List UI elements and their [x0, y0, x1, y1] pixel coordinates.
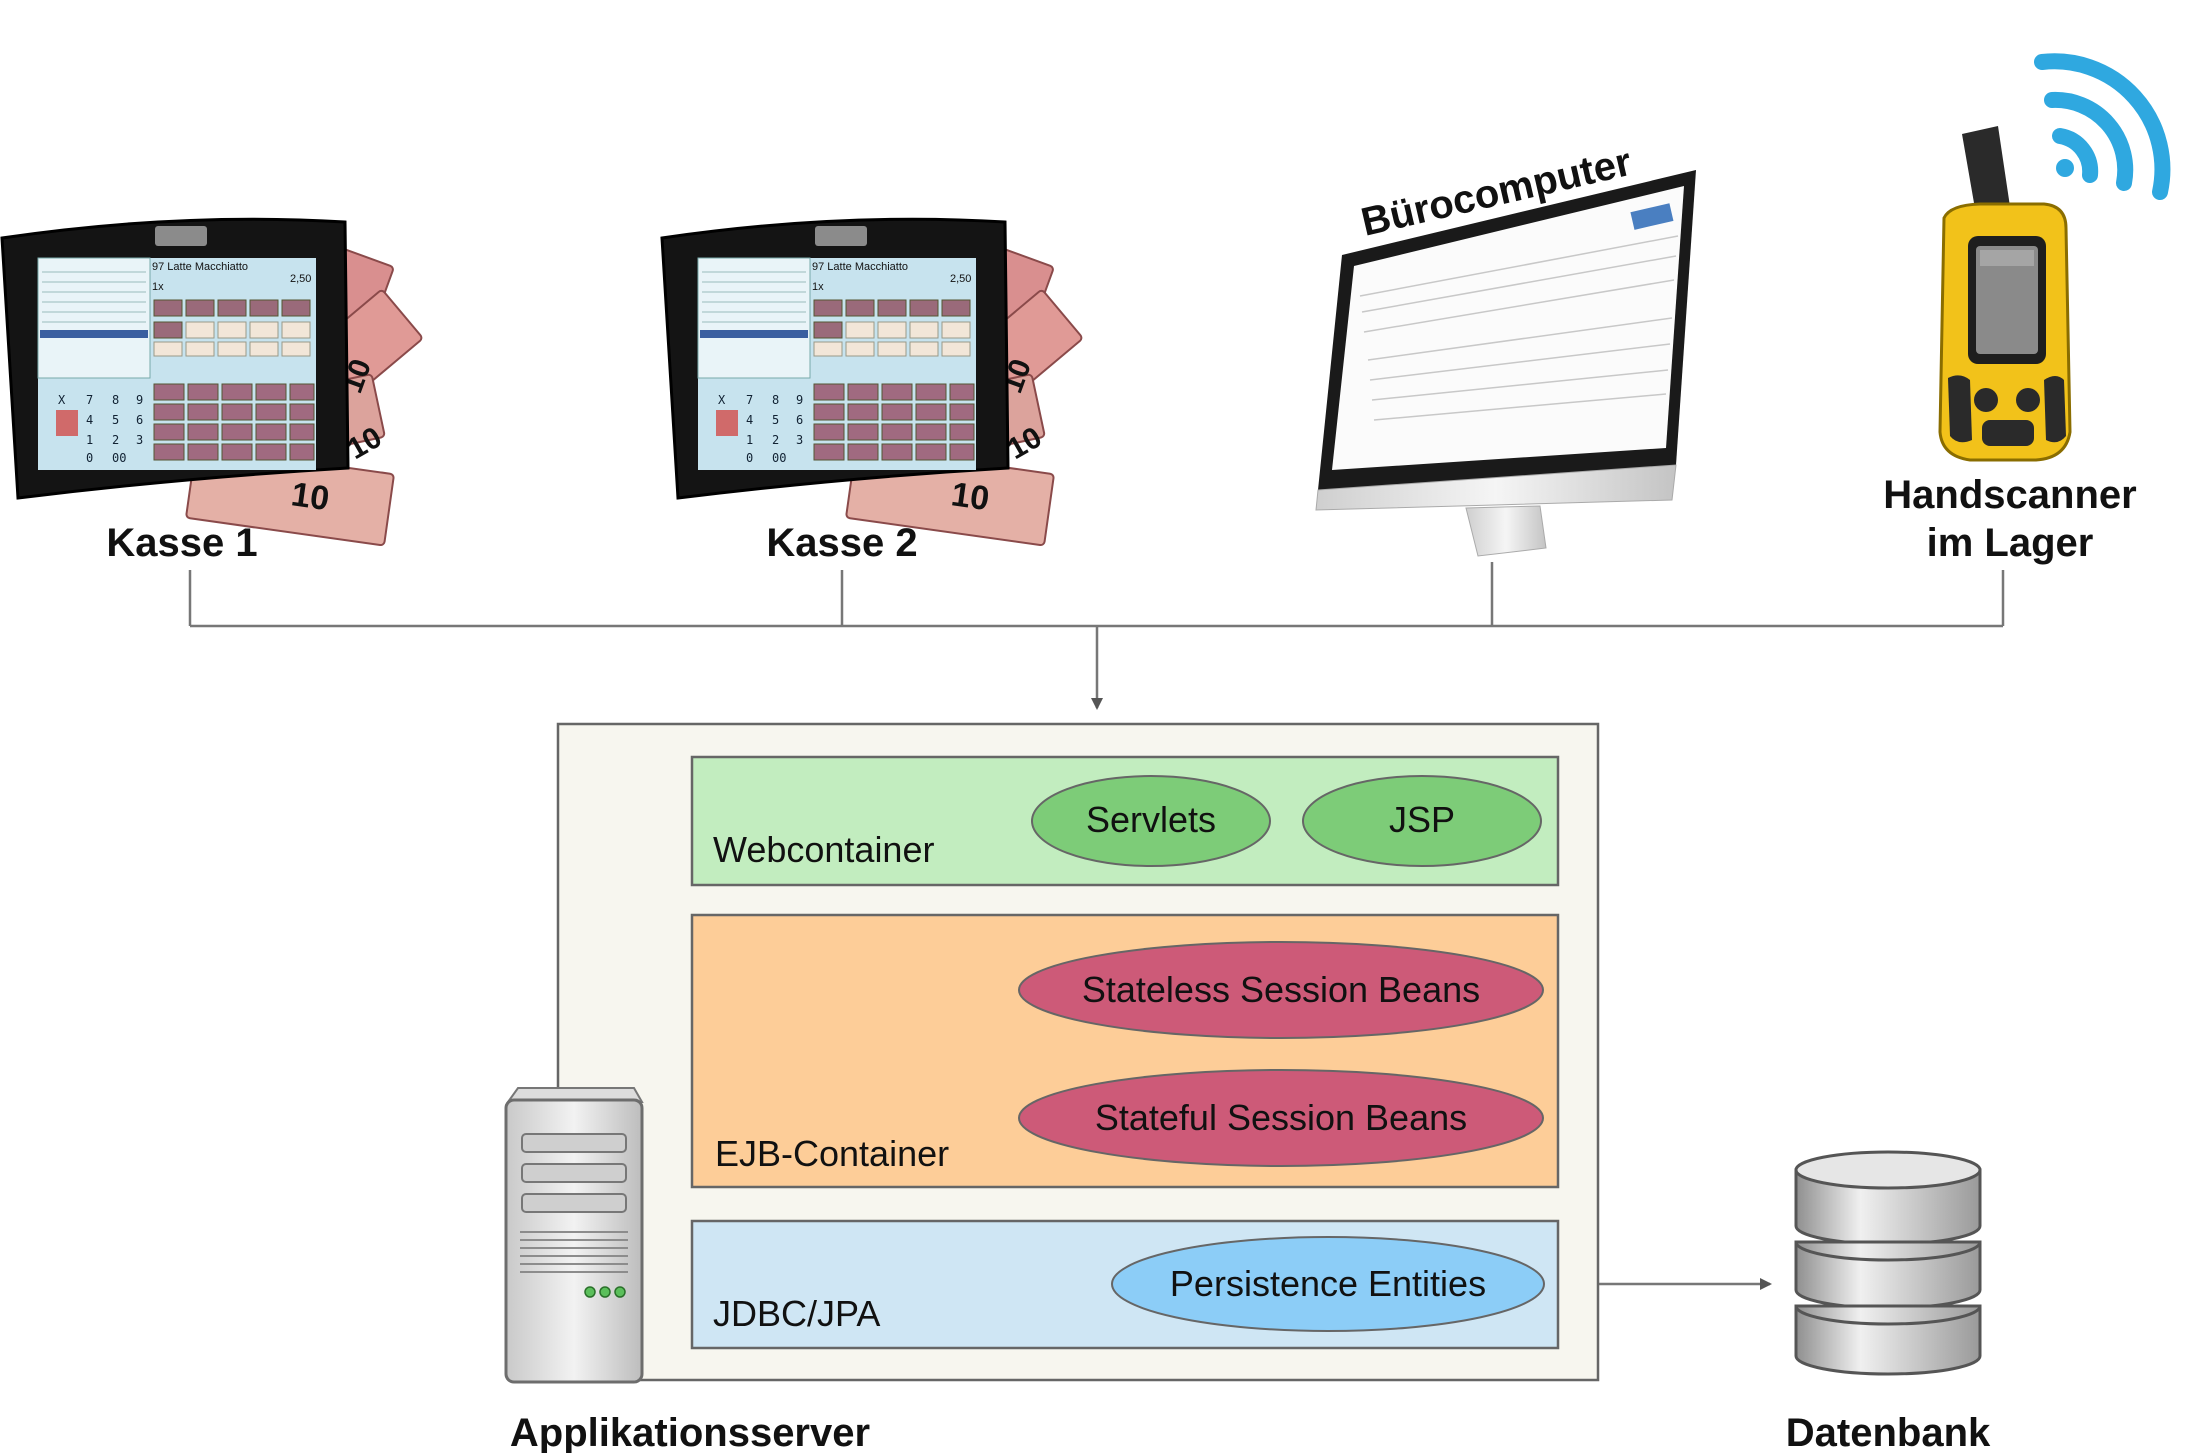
svg-text:9: 9	[136, 393, 143, 407]
svg-text:8: 8	[112, 393, 119, 407]
stateless-beans-ellipse	[1018, 941, 1544, 1039]
svg-text:9: 9	[796, 393, 803, 407]
svg-text:7: 7	[746, 393, 753, 407]
application-server: Webcontainer Servlets JSP EJB-Container …	[504, 722, 1600, 1453]
database: Datenbank	[1786, 1150, 1991, 1453]
persistence-entities-label: Persistence Entities	[1170, 1263, 1486, 1304]
pos-terminal-2: 10 10 10 97 Latte Macchiatto 2,50 1x	[660, 217, 1083, 565]
svg-text:5: 5	[112, 413, 119, 427]
svg-text:7: 7	[86, 393, 93, 407]
svg-text:4: 4	[746, 413, 753, 427]
pos-keypad: X 7 8 9 4 5 6 1 2 3 0 00	[58, 393, 143, 465]
server-tower-icon	[504, 1087, 644, 1384]
kasse1-label: Kasse 1	[106, 521, 257, 565]
svg-text:00: 00	[112, 451, 126, 465]
office-computer: Bürocomputer	[1315, 140, 1696, 557]
svg-text:2: 2	[112, 433, 119, 447]
pos-qty-text: 1x	[152, 281, 164, 293]
pos-display-top	[815, 226, 867, 246]
ejb-container-label: EJB-Container	[715, 1133, 949, 1174]
pos-product-text: 97 Latte Macchiatto	[812, 261, 908, 273]
servlets-label: Servlets	[1086, 799, 1216, 840]
svg-text:4: 4	[86, 413, 93, 427]
database-icon	[1794, 1150, 1982, 1376]
pos-display-top	[155, 226, 207, 246]
scanner-label-line1: Handscanner	[1883, 473, 2136, 517]
svg-text:6: 6	[796, 413, 803, 427]
webcontainer-label: Webcontainer	[713, 829, 934, 870]
jdbc-jpa-label: JDBC/JPA	[713, 1293, 880, 1334]
svg-text:1: 1	[746, 433, 753, 447]
svg-text:6: 6	[136, 413, 143, 427]
svg-text:8: 8	[772, 393, 779, 407]
pos-qty-text: 1x	[812, 281, 824, 293]
monitor-icon	[1315, 170, 1696, 557]
svg-text:X: X	[718, 393, 726, 407]
jsp-ellipse	[1302, 775, 1542, 867]
stateful-beans-label: Stateful Session Beans	[1095, 1097, 1467, 1138]
banknote-value-c: 10	[289, 475, 332, 518]
pos-keypad: X 7 8 9 4 5 6 1 2 3 0 00	[718, 393, 803, 465]
svg-text:3: 3	[136, 433, 143, 447]
stateful-beans-ellipse	[1018, 1069, 1544, 1167]
persistence-entities-ellipse	[1111, 1236, 1545, 1332]
applikationsserver-label: Applikationsserver	[510, 1411, 870, 1453]
stateless-beans-label: Stateless Session Beans	[1082, 969, 1480, 1010]
svg-text:5: 5	[772, 413, 779, 427]
pos-price-text: 2,50	[950, 273, 971, 285]
svg-text:0: 0	[746, 451, 753, 465]
wifi-icon	[2034, 53, 2171, 200]
handheld-scanner: Handscanner im Lager	[1883, 53, 2171, 565]
svg-text:3: 3	[796, 433, 803, 447]
svg-text:0: 0	[86, 451, 93, 465]
scanner-label-line2: im Lager	[1927, 521, 2094, 565]
svg-text:X: X	[58, 393, 66, 407]
datenbank-label: Datenbank	[1786, 1411, 1991, 1453]
servlets-ellipse	[1031, 775, 1271, 867]
pos-product-text: 97 Latte Macchiatto	[152, 261, 248, 273]
svg-text:00: 00	[772, 451, 786, 465]
connector-lines	[188, 562, 2005, 1290]
banknote-value-c: 10	[949, 475, 992, 518]
pos-terminal-1: 10 10 10 97 Latte Macchiatto 2,50 1x	[0, 217, 423, 565]
kasse2-label: Kasse 2	[766, 521, 917, 565]
jsp-label: JSP	[1389, 799, 1455, 840]
svg-text:2: 2	[772, 433, 779, 447]
svg-text:1: 1	[86, 433, 93, 447]
pos-price-text: 2,50	[290, 273, 311, 285]
handheld-scanner-icon	[1938, 126, 2072, 462]
